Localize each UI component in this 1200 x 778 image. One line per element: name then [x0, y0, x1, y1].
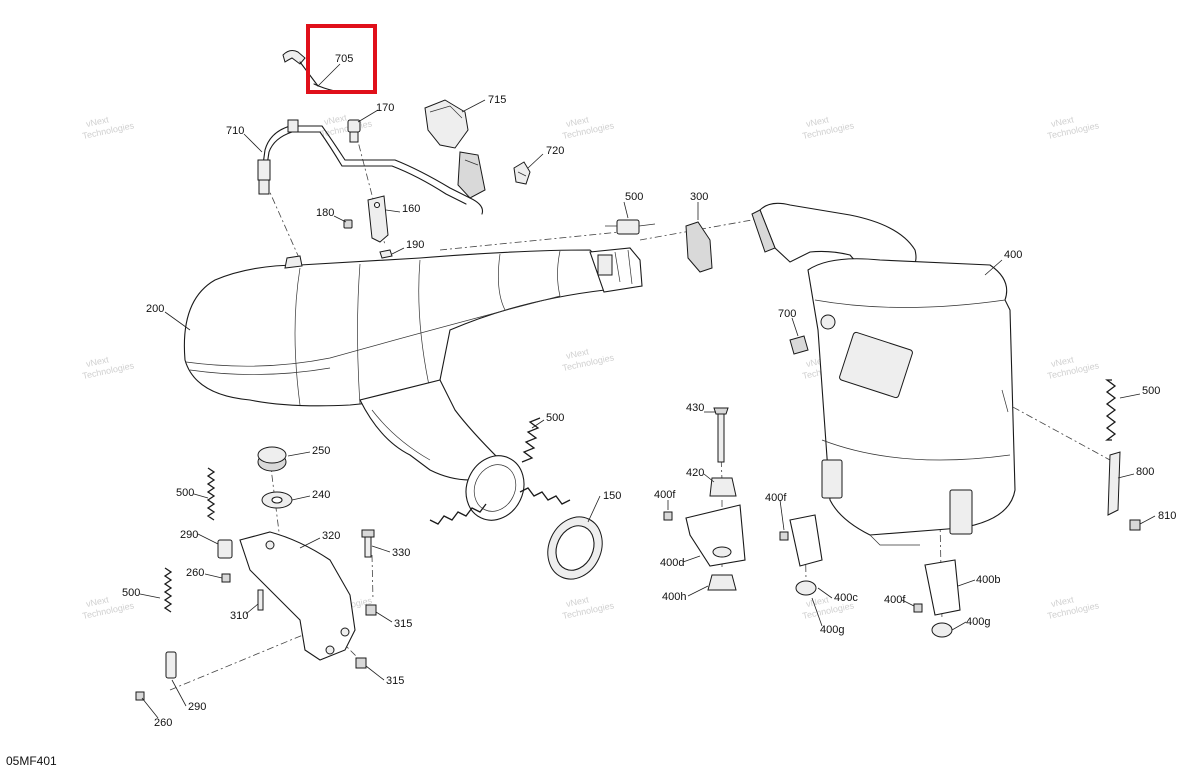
part-150-ring[interactable]	[456, 446, 612, 588]
part-190-screw[interactable]	[379, 249, 393, 259]
callout-705[interactable]: 705	[335, 53, 353, 65]
callout-180[interactable]: 180	[316, 207, 334, 219]
callout-300[interactable]: 300	[690, 191, 708, 203]
callout-400g-b[interactable]: 400g	[966, 616, 990, 628]
callout-400d[interactable]: 400d	[660, 557, 684, 569]
part-705-tube[interactable]	[282, 50, 369, 94]
callout-400g-a[interactable]: 400g	[820, 624, 844, 636]
callout-290b[interactable]: 290	[188, 701, 206, 713]
callout-800[interactable]: 800	[1136, 466, 1154, 478]
watermark-line-1: vNext	[565, 594, 590, 609]
part-500-spring-top[interactable]	[605, 219, 656, 235]
callout-400f-c[interactable]: 400f	[884, 594, 906, 606]
callout-150[interactable]: 150	[603, 490, 621, 502]
part-320-bracket[interactable]	[239, 531, 356, 661]
callout-400b[interactable]: 400b	[976, 574, 1000, 586]
callout-260a[interactable]: 260	[186, 567, 204, 579]
callout-500c[interactable]: 500	[546, 412, 564, 424]
callout-labels: 705 170 715 710 720 160 180 190 500 300 400 200 700 5…	[122, 53, 1176, 729]
callout-420[interactable]: 420	[686, 467, 704, 479]
callout-500e[interactable]: 500	[122, 587, 140, 599]
callout-200[interactable]: 200	[146, 303, 164, 315]
callout-710[interactable]: 710	[226, 125, 244, 137]
callout-315b[interactable]: 315	[386, 675, 404, 687]
watermark-line-1: vNext	[85, 594, 110, 609]
part-160-bracket[interactable]	[367, 195, 389, 243]
part-250-cap[interactable]	[257, 446, 287, 472]
callout-500a[interactable]: 500	[625, 191, 643, 203]
callout-290a[interactable]: 290	[180, 529, 198, 541]
callout-430[interactable]: 430	[686, 402, 704, 414]
callout-400c[interactable]: 400c	[834, 592, 858, 604]
part-200-expansion-chamber[interactable]	[183, 247, 643, 481]
callout-250[interactable]: 250	[312, 445, 330, 457]
watermark-line-1: vNext	[805, 114, 830, 129]
hardware[interactable]	[135, 407, 1141, 701]
callout-500b[interactable]: 500	[1142, 385, 1160, 397]
watermark-line-1: vNext	[1050, 594, 1075, 609]
diagram-code: 05MF401	[6, 754, 57, 768]
part-170-connector[interactable]	[347, 119, 361, 143]
watermark-line-1: vNext	[1050, 354, 1075, 369]
leader-lines	[139, 63, 1156, 719]
callout-310[interactable]: 310	[230, 610, 248, 622]
watermark-line-1: vNext	[323, 112, 348, 127]
callout-720[interactable]: 720	[546, 145, 564, 157]
part-710-sensor-hose[interactable]	[257, 119, 484, 215]
callout-315a[interactable]: 315	[394, 618, 412, 630]
watermark-line-1: vNext	[85, 114, 110, 129]
watermark-line-1: vNext	[565, 346, 590, 361]
callout-400f-a[interactable]: 400f	[654, 489, 676, 501]
part-300-gasket[interactable]	[685, 221, 713, 273]
callout-160[interactable]: 160	[402, 203, 420, 215]
callout-240[interactable]: 240	[312, 489, 330, 501]
part-700-plug[interactable]	[789, 335, 809, 355]
callout-500d[interactable]: 500	[176, 487, 194, 499]
springs[interactable]	[163, 379, 1117, 613]
highlight-box-705	[306, 24, 377, 94]
callout-400h[interactable]: 400h	[662, 591, 686, 603]
callout-400[interactable]: 400	[1004, 249, 1022, 261]
callout-715[interactable]: 715	[488, 94, 506, 106]
part-715-cover[interactable]	[424, 99, 486, 199]
callout-810[interactable]: 810	[1158, 510, 1176, 522]
callout-170[interactable]: 170	[376, 102, 394, 114]
watermark-line-1: vNext	[805, 594, 830, 609]
callout-190[interactable]: 190	[406, 239, 424, 251]
part-720-clip[interactable]	[513, 161, 531, 185]
watermark-line-1: vNext	[85, 354, 110, 369]
watermark-line-1: vNext	[1050, 114, 1075, 129]
callout-260b[interactable]: 260	[154, 717, 172, 729]
callout-320[interactable]: 320	[322, 530, 340, 542]
watermark-line-1: vNext	[565, 114, 590, 129]
callout-400f-b[interactable]: 400f	[765, 492, 787, 504]
callout-700[interactable]: 700	[778, 308, 796, 320]
part-400-muffler[interactable]	[751, 202, 1016, 546]
part-240-washer[interactable]	[261, 491, 293, 509]
callout-330[interactable]: 330	[392, 547, 410, 559]
